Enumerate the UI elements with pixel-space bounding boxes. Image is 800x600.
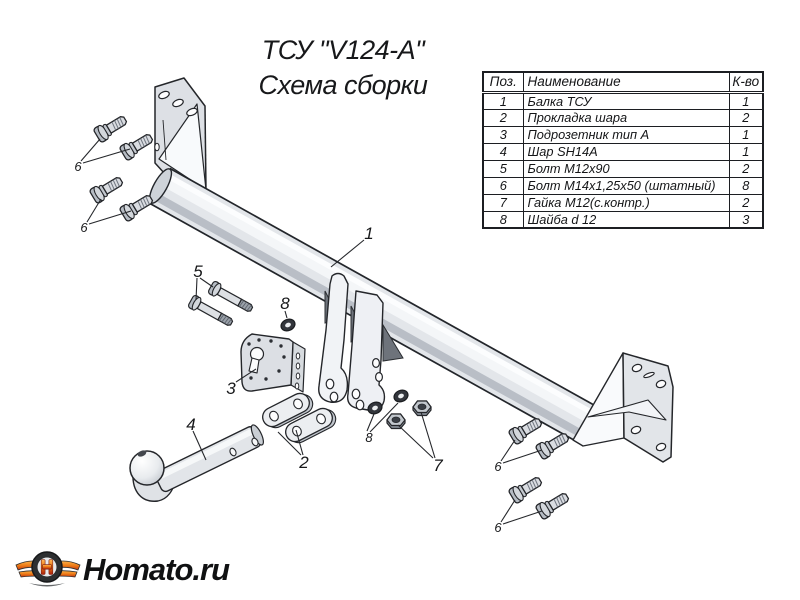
hanger-plate-front [318, 272, 349, 403]
right-mount-bracket [572, 352, 674, 463]
table-row: 1 Балка ТСУ 1 [482, 91, 764, 110]
cell-qty: 2 [728, 159, 764, 178]
callout-bolts-6d: 6 [494, 520, 502, 535]
cell-pos: 4 [482, 142, 524, 161]
cell-name: Шар SH14A [522, 142, 730, 161]
cell-name: Болт М14х1,25х50 (штатный) [522, 176, 730, 195]
cell-name: Гайка М12(с.контр.) [522, 193, 730, 212]
cell-name: Болт М12х90 [522, 159, 730, 178]
callout-nuts: 7 [433, 456, 443, 475]
cell-pos: 7 [482, 193, 524, 212]
cell-name: Балка ТСУ [522, 91, 730, 110]
table-row: 4 Шар SH14A 1 [482, 142, 764, 161]
callout-bolts-6b: 6 [80, 220, 88, 235]
cell-qty: 1 [728, 142, 764, 161]
cell-pos: 6 [482, 176, 524, 195]
callout-long-bolts: 5 [193, 262, 203, 281]
left-mount-bracket [154, 77, 207, 198]
header-qty: К-во [728, 71, 764, 94]
leader-lines [80, 138, 543, 525]
callout-washer-b: 8 [365, 430, 373, 445]
cell-pos: 2 [482, 108, 524, 127]
cell-pos: 8 [482, 210, 524, 229]
table-row: 7 Гайка М12(с.контр.) 2 [482, 193, 764, 212]
cell-qty: 1 [728, 91, 764, 110]
callout-socket-plate: 3 [226, 379, 236, 398]
ball-coupler-arm [129, 424, 264, 502]
brand-logo: Homato.ru [15, 543, 230, 593]
cell-qty: 3 [728, 210, 764, 229]
title-model: ТСУ "V124-A" [261, 35, 425, 65]
table-row: 8 Шайба d 12 3 [482, 210, 764, 229]
callout-beam: 1 [364, 224, 373, 243]
header-name: Наименование [522, 71, 730, 94]
table-row: 5 Болт М12х90 2 [482, 159, 764, 178]
callout-washer-a: 8 [280, 294, 290, 313]
cell-pos: 3 [482, 125, 524, 144]
callout-gaskets: 2 [298, 453, 309, 472]
callout-ball: 4 [186, 415, 195, 434]
callout-bolts-6a: 6 [74, 159, 82, 174]
table-row: 2 Прокладка шара 2 [482, 108, 764, 127]
cell-qty: 2 [728, 193, 764, 212]
stock-bolts-top-left [88, 111, 156, 223]
cell-qty: 8 [728, 176, 764, 195]
long-bolts [186, 279, 256, 330]
cell-pos: 5 [482, 159, 524, 178]
cell-pos: 1 [482, 91, 524, 110]
table-row: 3 Подрозетник тип А 1 [482, 125, 764, 144]
tow-ball [129, 450, 165, 486]
callout-labels: 1 2 3 4 5 6 6 6 6 7 8 8 [74, 159, 502, 535]
title-scheme: Схема сборки [258, 70, 428, 100]
cell-name: Шайба d 12 [522, 210, 730, 229]
callout-bolts-6c: 6 [494, 459, 502, 474]
cell-qty: 2 [728, 108, 764, 127]
cell-name: Подрозетник тип А [522, 125, 730, 144]
table-row: 6 Болт М14х1,25х50 (штатный) 8 [482, 176, 764, 195]
parts-table-header: Поз. Наименование К-во [482, 71, 764, 94]
wheel-wings-icon [15, 551, 81, 587]
header-pos: Поз. [482, 71, 524, 94]
parts-table: Поз. Наименование К-во 1 Балка ТСУ 1 2 П… [482, 71, 764, 229]
brand-name: Homato.ru [83, 552, 230, 587]
cell-name: Прокладка шара [522, 108, 730, 127]
cell-qty: 1 [728, 125, 764, 144]
socket-plate [240, 333, 306, 393]
drawing-title: ТСУ "V124-A" Схема сборки [248, 33, 438, 103]
